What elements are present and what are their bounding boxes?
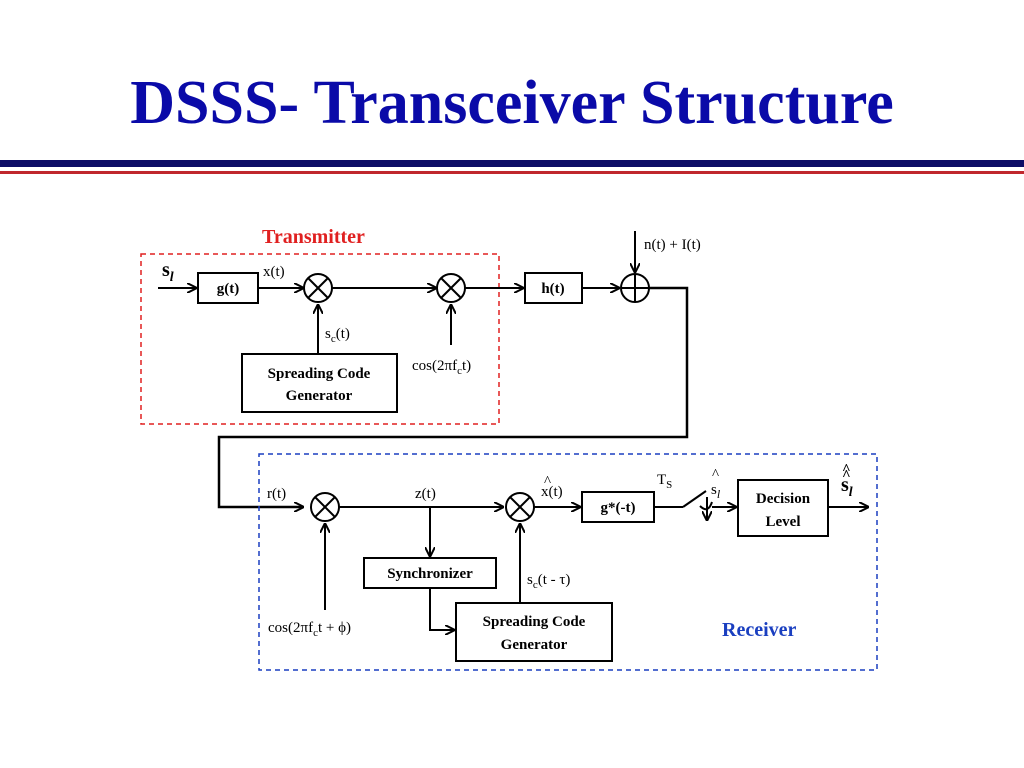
z-signal-label: z(t): [415, 486, 436, 502]
r-signal-label: r(t): [267, 486, 286, 502]
decision-line1: Decision: [756, 491, 811, 507]
despread-multiplier: [505, 492, 535, 522]
rx-spreading-line1: Spreading Code: [483, 614, 586, 630]
shat-label: sl: [711, 482, 721, 501]
tx-spreading-line2: Generator: [286, 388, 353, 404]
slide-title: DSSS- Transceiver Structure: [130, 69, 894, 137]
noise-label: n(t) + I(t): [644, 237, 701, 253]
xhat-hat-mark: ^: [544, 474, 551, 490]
spreading-multiplier: [303, 273, 333, 303]
output-hat-mark-bottom: ^: [842, 468, 851, 484]
tx-spreading-code-generator: [241, 353, 398, 413]
decision-line2: Level: [766, 514, 801, 530]
matched-filter-label: g*(-t): [601, 500, 636, 516]
receiver-boundary: [258, 453, 878, 671]
demod-multiplier: [310, 492, 340, 522]
channel-to-receiver-wire: [217, 286, 689, 507]
noise-adder: [620, 273, 650, 303]
decision-block: [737, 479, 829, 537]
channel-label: h(t): [541, 281, 564, 297]
title-divider-red: [0, 171, 1024, 174]
title-divider-blue: [0, 160, 1024, 167]
sync-to-generator-arrow: [429, 588, 454, 630]
rx-carrier-label: cos(2πfct + ϕ): [268, 620, 351, 639]
receiver-label: Receiver: [722, 619, 797, 641]
xhat-signal-label: x(t): [541, 484, 563, 500]
sc-tau-label: sc(t - τ): [527, 572, 570, 591]
output-hat-mark-top: ^: [842, 462, 851, 478]
sampler-switch: [682, 490, 707, 508]
shat-hat-mark: ^: [712, 467, 719, 483]
ts-label: TS: [657, 472, 672, 491]
tx-carrier-label: cos(2πfct): [412, 358, 471, 377]
tx-input-symbol: sl: [162, 259, 174, 285]
carrier-multiplier: [436, 273, 466, 303]
sc-label: sc(t): [325, 326, 350, 345]
g-filter-label: g(t): [217, 281, 240, 297]
g-filter-block: [197, 272, 259, 304]
rx-spreading-line2: Generator: [501, 637, 568, 653]
transmitter-label: Transmitter: [262, 226, 365, 248]
x-signal-label: x(t): [263, 264, 285, 280]
synchronizer-label: Synchronizer: [387, 566, 473, 582]
rx-spreading-code-generator: [455, 602, 613, 662]
output-symbol: sl: [841, 474, 853, 500]
tx-spreading-line1: Spreading Code: [268, 366, 371, 382]
synchronizer-block: [363, 557, 497, 589]
transmitter-boundary: [140, 253, 500, 425]
